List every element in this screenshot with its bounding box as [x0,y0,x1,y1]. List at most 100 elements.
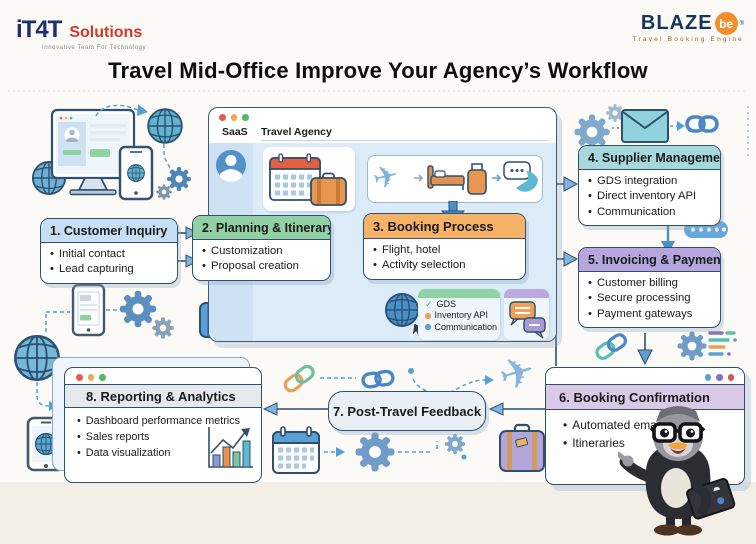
bar-chart-icon [208,427,253,468]
step-title: 7. Post-Travel Feedback [332,403,482,419]
mail-icon [621,109,669,143]
bullet: Flight, hotel [373,243,519,258]
bullet: Activity selection [373,258,519,273]
bullet: Dashboard performance metrics [77,413,257,429]
avatar [216,150,246,182]
step-title: 3. Booking Process [364,214,525,239]
gear-icon [444,433,466,455]
step-title: 4. Supplier Management [579,146,720,170]
bullet: Proposal creation [202,259,324,274]
legend-label: Communication [434,321,498,332]
gear-icon [119,290,157,328]
orange-dot-icon [425,313,431,319]
step-title: 6. Booking Confirmation [546,384,744,410]
bullet: Initial contact [50,247,171,262]
footer-strip [0,482,756,544]
it4t-logo: iT4T Solutions Innovative Team For Techn… [16,16,146,51]
phone-icon [71,283,106,337]
gear-icon [152,317,174,339]
dashed-wires [36,311,70,407]
bullet: Communication [588,205,714,220]
owl-mascot [618,406,736,536]
bullet: Automated emails [563,416,738,434]
arrowhead [637,349,653,366]
step-title: 1. Customer Inquiry [41,219,177,243]
monitor-icon [50,108,136,196]
airplane-icon: ✈ [370,159,402,197]
bullet: Data visualization [77,445,257,461]
arrowhead [485,375,494,385]
window-controls [704,374,734,381]
step-6-booking-confirmation: 6. Booking Confirmation Automated emails… [545,367,745,485]
arrowhead [563,176,579,192]
step-7-post-travel-feedback: 7. Post-Travel Feedback [328,391,486,431]
step-title: 2. Planning & Itinerary [193,216,330,240]
window-controls [219,114,249,121]
arrowhead [137,104,148,116]
suitcase-icon [310,172,347,206]
check-icon: ✓ [425,299,433,310]
divider [261,140,548,141]
bullet: Lead capturing [50,262,171,277]
step-title: 8. Reporting & Analytics [65,384,261,408]
phone-icon [118,145,154,201]
suitcase-icon [499,423,545,472]
saas-tab: SaaS [222,126,248,138]
communication-card [504,289,549,340]
link-icon [685,115,719,133]
status-legend: ✓GDS Inventory API Communication [418,289,500,340]
gear-icon [156,184,172,200]
legend-label: GDS [436,299,457,310]
link-icon [283,364,315,393]
bullet: Payment gateways [588,307,714,322]
arrowhead [488,402,504,416]
arrowhead [336,447,345,457]
step-8-reporting-analytics: 8. Reporting & Analytics Dashboard perfo… [64,367,262,483]
step-title: 5. Invoicing & Payment [579,248,720,272]
calendar-icon [272,426,320,474]
be-badge: be [714,12,738,35]
gear-icon [167,167,191,191]
bullet: Direct inventory API [588,189,714,204]
step-2-planning-itinerary: 2. Planning & Itinerary Customization Pr… [192,215,331,281]
arrowhead [563,251,579,267]
luggage-icon [467,163,487,195]
bullet: Itineraries [563,434,738,452]
step-5-invoicing-payment: 5. Invoicing & Payment Customer billing … [578,247,721,328]
gear-icon [355,432,395,472]
itinerary-card [263,147,355,211]
blazebe-logo: BLAZE be ® Travel Booking Engine [633,12,744,43]
booking-flow-card: ✈ [367,155,543,203]
blaze-brand-text: BLAZE [640,12,713,34]
hotel-bed-icon [427,165,465,190]
arrowhead [677,121,685,131]
blaze-tagline: Travel Booking Engine [632,36,744,43]
link-icon [361,369,395,389]
it4t-tagline: Innovative Team For Technology [42,45,147,51]
registered-mark: ® [739,20,744,27]
page-title: Travel Mid-Office Improve Your Agency’s … [108,58,648,83]
bullet: GDS integration [588,174,714,189]
step-4-supplier-management: 4. Supplier Management GDS integration D… [578,145,721,226]
legend-header-strip [418,289,500,298]
blue-dot-icon [425,324,431,330]
it4t-suffix-text: Solutions [69,24,143,41]
gear-icon [677,331,707,361]
bullet: Sales reports [77,429,257,445]
bullet: Customer billing [588,276,714,291]
bullet: Customization [202,244,324,259]
arrowhead [262,402,278,416]
chat-header-strip [504,289,549,298]
bullet: Secure processing [588,291,714,306]
globe-icon [147,108,183,144]
browser-window-title: Travel Agency [261,126,332,138]
airplane-icon: ✈ [494,346,541,401]
gear-list-icon [708,331,737,356]
glasses-icon [649,422,706,443]
chat-bubbles-icon [509,301,546,339]
link-icon [595,333,627,360]
step-1-customer-inquiry: 1. Customer Inquiry Initial contact Lead… [40,218,178,284]
window-controls [76,374,106,381]
step-3-booking-process: 3. Booking Process Flight, hotel Activit… [363,213,526,280]
